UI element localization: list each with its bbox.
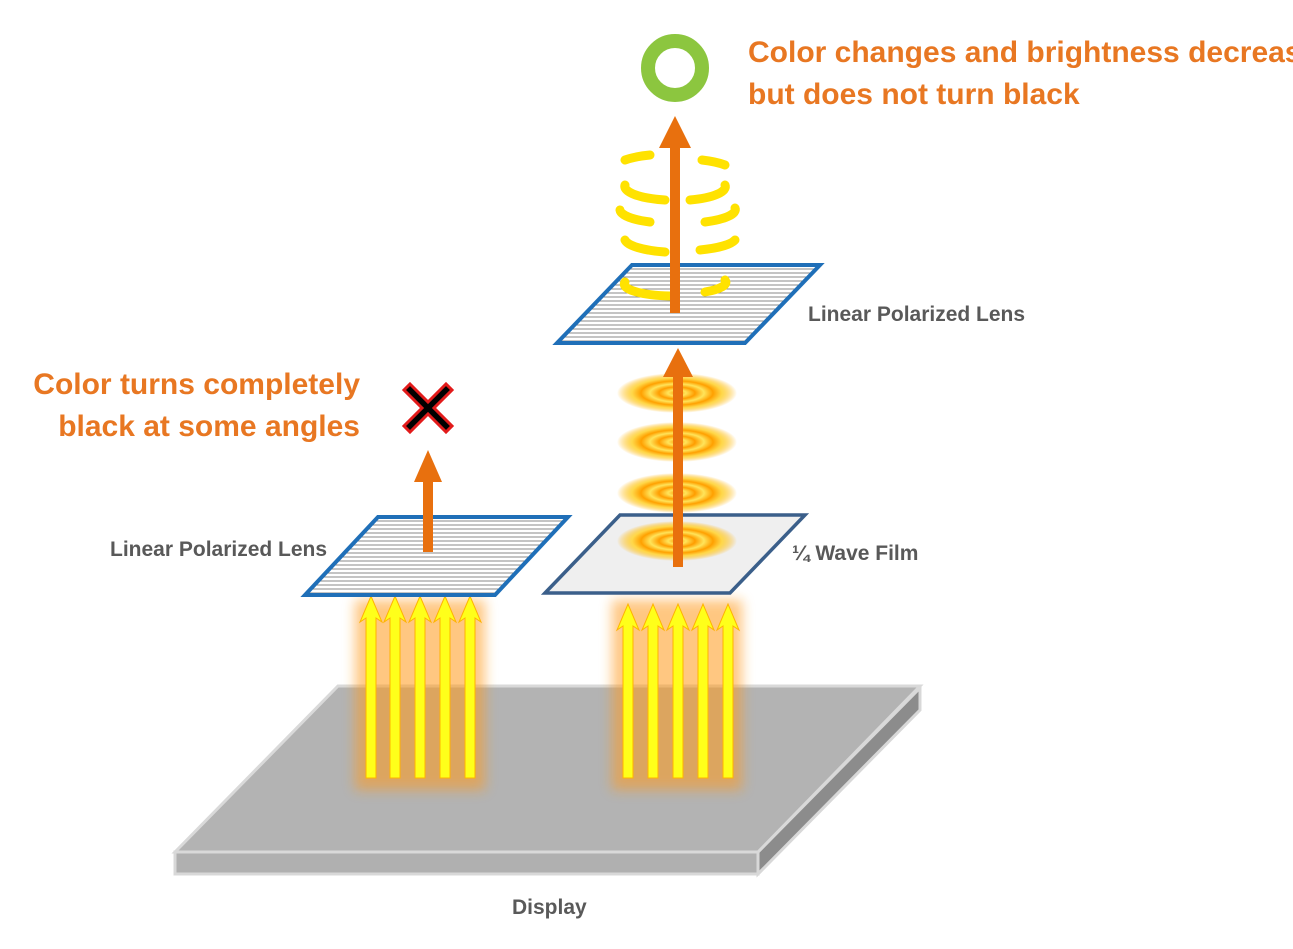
top-result-line2: but does not turn black [748,78,1080,111]
right-beam-arrow [615,602,641,779]
left-result-line2: black at some angles [58,410,360,443]
right-beam-arrow [715,602,741,779]
left-beam-arrow [358,594,384,779]
left-polarized-lens [300,515,573,597]
left-beam-arrow [457,594,483,779]
left-beam-arrow [432,594,458,779]
middle-orange-arrow [663,348,693,567]
left-lens-label: Linear Polarized Lens [110,538,327,561]
left-light-beams [355,594,485,790]
display-label: Display [512,896,587,919]
right-light-beams [612,600,742,790]
left-beam-arrow [407,594,433,779]
red-cross-icon [401,381,455,435]
left-beam-arrow [382,594,408,779]
upper-lens-label: Linear Polarized Lens [808,303,1025,326]
right-beam-arrow [690,602,716,779]
top-result-line1: Color changes and brightness decreases, [748,36,1293,69]
left-result-line1: Color turns completely [33,368,360,401]
elliptical-light-swirls [615,150,740,301]
display-panel [171,684,924,878]
top-output-arrow [659,116,691,313]
upper-polarized-lens [552,263,825,345]
green-ring-icon [641,34,709,102]
wave-film-label: ¼ Wave Film [792,542,918,565]
left-output-arrow [414,450,442,552]
right-beam-arrow [665,602,691,779]
right-beam-arrow [640,602,666,779]
